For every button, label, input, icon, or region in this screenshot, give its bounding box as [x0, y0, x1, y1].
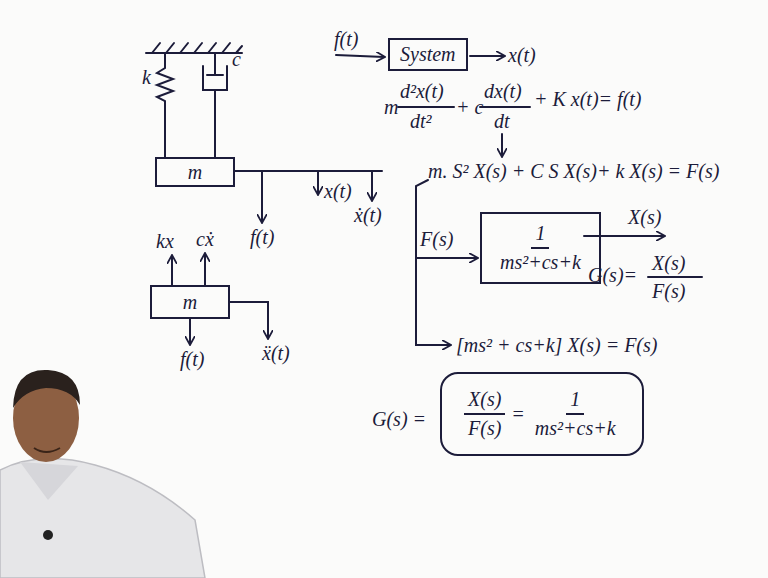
node-text: 1: [566, 388, 584, 415]
equation-text: m. S² X(s) + C S X(s)+ k X(s) = F(s): [428, 160, 719, 183]
equation-text: f(t): [180, 348, 204, 371]
node-text: X(s): [464, 388, 505, 415]
output-arrow: [470, 55, 504, 57]
input-arrow: [416, 257, 477, 259]
equation-text: cẋ: [196, 228, 214, 251]
node-text: m: [188, 161, 202, 184]
equation-text: dt: [494, 110, 510, 133]
node-text: F(s): [464, 415, 505, 440]
fraction: 1ms²+cs+k: [531, 388, 620, 440]
force-arrow: [189, 319, 191, 344]
node-text: 1: [531, 222, 549, 249]
fraction: 1ms²+cs+k: [496, 222, 585, 274]
damper-symbol: [203, 53, 227, 157]
equation-text: x(t): [508, 44, 536, 67]
equation-text: ẍ(t): [262, 342, 290, 365]
velocity-arrow: [371, 171, 373, 200]
spring-symbol: [157, 53, 173, 157]
mass-block: m: [155, 157, 235, 187]
ceiling-hatch: [152, 43, 242, 53]
node-text: m: [183, 291, 197, 314]
result-box: X(s)F(s) = 1ms²+cs+k: [440, 372, 644, 456]
node-text: System: [400, 43, 456, 66]
equation-text: X(s): [652, 252, 685, 275]
equation-text: f(t): [250, 226, 274, 249]
node-text: ms²+cs+k: [496, 249, 585, 274]
acceleration-arrow: [230, 302, 268, 338]
fraction-bar: [648, 276, 702, 278]
equation-text: F(s): [652, 280, 685, 303]
fraction-bar: [398, 106, 454, 108]
equation-text: G(s)=: [588, 264, 637, 287]
system-box: System: [388, 38, 468, 71]
displacement-arrow: [317, 171, 319, 194]
equation-text: + c: [456, 96, 483, 119]
equation-text: + K x(t)= f(t): [534, 88, 642, 111]
lecturer-figure: [0, 370, 205, 578]
transfer-function-box: 1ms²+cs+k: [480, 212, 601, 284]
node-text: =: [511, 403, 525, 426]
bracket-arrow: [416, 180, 450, 345]
force-arrow: [261, 171, 263, 222]
node-text: ms²+cs+k: [531, 415, 620, 440]
equation-text: c: [232, 48, 241, 71]
equation-text: f(t): [334, 28, 358, 51]
equation-text: F(s): [420, 228, 453, 251]
equation-text: dx(t): [484, 80, 522, 103]
mass-block: m: [150, 285, 230, 319]
damper-force-arrow: [204, 254, 206, 285]
fraction-bar: [480, 106, 530, 108]
transform-arrow: [501, 134, 503, 156]
fraction: X(s)F(s): [464, 388, 505, 440]
equation-text: G(s) =: [372, 408, 426, 431]
reference-line: [235, 170, 382, 172]
equation-text: kx: [156, 230, 174, 253]
output-arrow: [584, 235, 664, 237]
input-arrow: [336, 55, 384, 57]
equation-text: X(s): [628, 206, 661, 229]
equation-text: [ms² + cs+k] X(s) = F(s): [456, 334, 657, 357]
equation-text: x(t): [324, 180, 352, 203]
equation-text: ẋ(t): [354, 204, 382, 227]
equation-text: m: [384, 96, 398, 119]
spring-force-arrow: [171, 256, 173, 285]
equation-text: k: [142, 66, 151, 89]
equation-text: dt²: [410, 110, 432, 133]
equation-text: d²x(t): [400, 80, 444, 103]
